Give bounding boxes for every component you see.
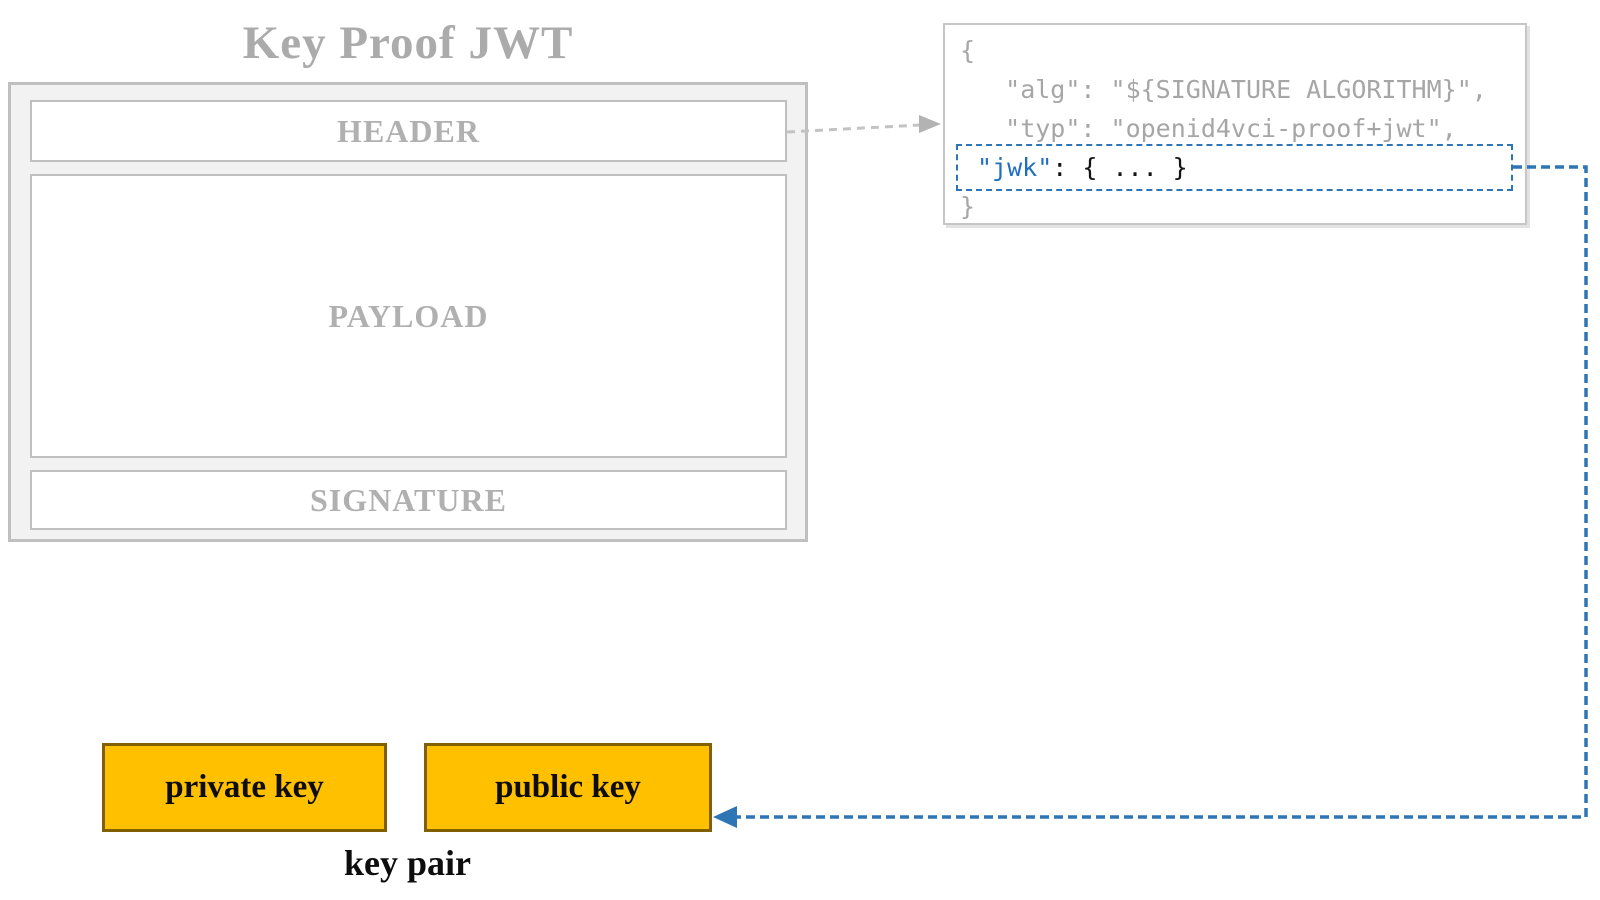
- json-line-typ: "typ": "openid4vci-proof+jwt",: [960, 114, 1457, 143]
- diagram-title: Key Proof JWT: [242, 17, 574, 69]
- jwt-header-box: HEADER: [30, 100, 787, 162]
- private-key-label: private key: [165, 769, 324, 805]
- header-to-json-arrow: [786, 115, 941, 134]
- jwt-header-json-box: { "alg": "${SIGNATURE ALGORITHM}", "typ"…: [943, 23, 1527, 225]
- public-key-label: public key: [495, 769, 641, 805]
- jwt-signature-label: SIGNATURE: [310, 481, 507, 518]
- jwk-to-public-key-connector: [713, 165, 1588, 828]
- json-line-jwk: "jwk": { ... }: [960, 148, 1525, 187]
- jwt-signature-box: SIGNATURE: [30, 470, 787, 530]
- jwt-payload-label: PAYLOAD: [328, 297, 489, 334]
- key-pair-label: key pair: [343, 843, 471, 883]
- json-line-open-brace: {: [960, 36, 976, 65]
- json-line-alg: "alg": "${SIGNATURE ALGORITHM}",: [960, 75, 1487, 104]
- jwt-header-label: HEADER: [337, 112, 480, 149]
- public-key-box: public key: [424, 743, 712, 832]
- jwt-box: HEADER PAYLOAD SIGNATURE: [8, 82, 808, 542]
- private-key-box: private key: [102, 743, 387, 832]
- jwt-payload-box: PAYLOAD: [30, 174, 787, 458]
- json-line-close-brace: }: [960, 192, 976, 221]
- jwk-value-token: : { ... }: [1052, 153, 1188, 182]
- jwk-key-token: "jwk": [977, 153, 1053, 182]
